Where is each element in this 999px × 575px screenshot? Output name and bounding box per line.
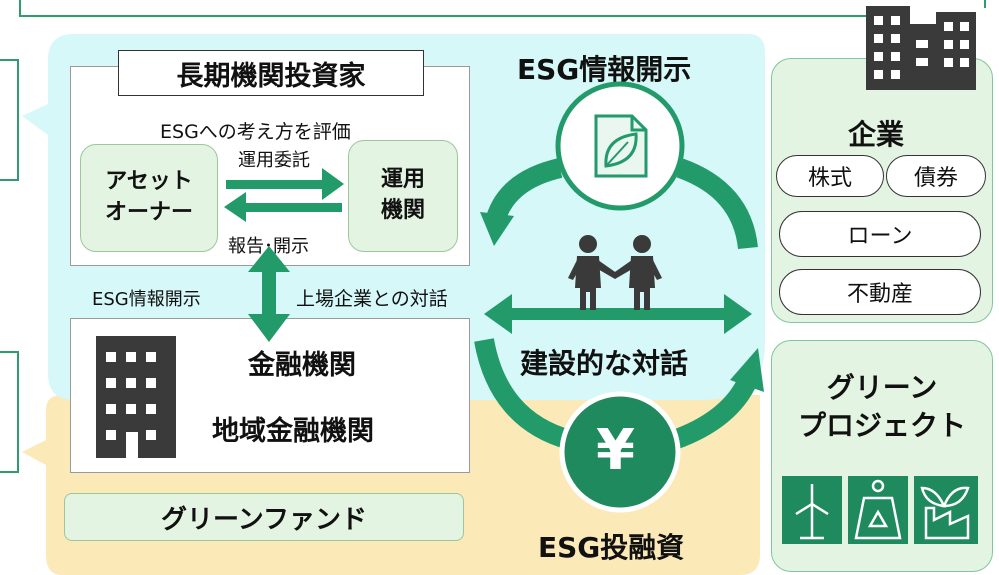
investment-right-arc bbox=[670, 375, 758, 450]
company-buildings-icon bbox=[866, 6, 976, 90]
listed-dialogue-label: 上場企業との対話 bbox=[296, 288, 448, 310]
recycle-bag-icon bbox=[848, 476, 908, 544]
bond-pill: 債券 bbox=[886, 155, 986, 197]
vertical-double-arrow bbox=[248, 246, 290, 342]
entrust-arrow bbox=[226, 168, 344, 200]
document-leaf-icon bbox=[555, 81, 685, 211]
regional-financial-title: 地域金融機関 bbox=[212, 416, 374, 447]
asset-manager-box: 運用 機関 bbox=[348, 140, 458, 252]
constructive-dialogue-label: 建設的な対話 bbox=[520, 347, 689, 380]
investment-left-arc bbox=[474, 338, 573, 450]
evaluate-text: ESGへの考え方を評価 bbox=[160, 121, 351, 143]
asset-owner-box: アセット オーナー bbox=[80, 144, 218, 252]
dialogue-double-arrow bbox=[484, 294, 752, 334]
financial-title: 金融機関 bbox=[248, 350, 356, 381]
loan-pill: ローン bbox=[779, 211, 981, 257]
yen-icon bbox=[559, 391, 681, 513]
esg-disclosure-title: ESG情報開示 bbox=[517, 53, 692, 86]
stock-pill: 株式 bbox=[776, 155, 884, 197]
yen-symbol: ¥ bbox=[596, 418, 635, 483]
esg-disclosure-left-label: ESG情報開示 bbox=[92, 289, 201, 310]
handshake-people-icon bbox=[568, 235, 662, 310]
disclosure-left-arc bbox=[486, 158, 563, 222]
office-building-icon bbox=[96, 336, 176, 458]
green-fund-box: グリーンファンド bbox=[64, 493, 464, 541]
plant-factory-icon bbox=[914, 476, 978, 544]
disclosure-right-arc bbox=[676, 158, 758, 250]
entrust-label: 運用委託 bbox=[238, 150, 310, 171]
real-estate-pill: 不動産 bbox=[779, 269, 981, 315]
investor-title: 長期機関投資家 bbox=[118, 50, 424, 96]
green-project-title: グリーン プロジェクト bbox=[797, 371, 966, 442]
esg-investment-label: ESG投融資 bbox=[538, 531, 685, 564]
report-arrow bbox=[224, 192, 342, 222]
companies-title: 企業 bbox=[848, 118, 905, 151]
wind-turbine-icon bbox=[782, 476, 842, 544]
report-label: 報告･開示 bbox=[228, 236, 309, 257]
